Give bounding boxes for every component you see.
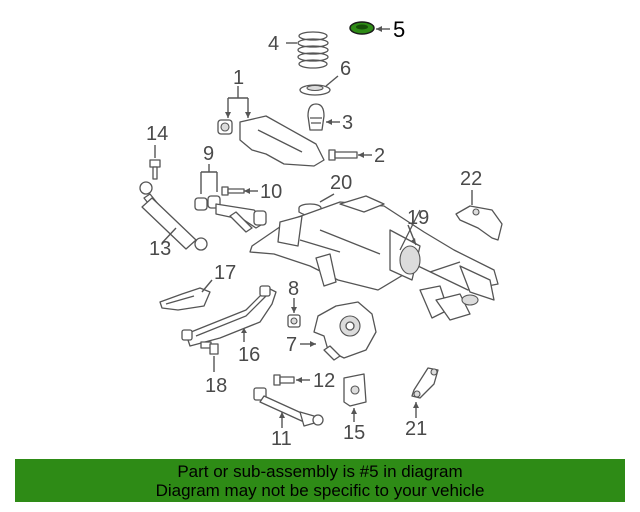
callout-2: 2 [374, 145, 385, 167]
callout-17: 17 [214, 262, 236, 284]
part-3-bump-stop[interactable] [307, 103, 325, 131]
part-2-bolt[interactable] [328, 149, 358, 161]
part-12-bolt[interactable] [273, 374, 295, 386]
callout-7: 7 [286, 334, 297, 356]
callout-8: 8 [288, 278, 299, 300]
callout-6: 6 [340, 58, 351, 80]
callout-15: 15 [343, 422, 365, 444]
part-1-upper-control-arm[interactable] [217, 115, 325, 167]
callout-11: 11 [271, 428, 292, 450]
callout-18: 18 [205, 375, 227, 397]
part-17-bracket[interactable] [159, 287, 211, 311]
part-7-knuckle[interactable] [313, 301, 377, 361]
info-banner-line-2: Diagram may not be specific to your vehi… [155, 481, 485, 500]
part-6-spring-seat[interactable] [299, 84, 331, 96]
callout-20: 20 [330, 172, 352, 194]
callout-9: 9 [203, 143, 214, 165]
part-21-trailing-arm[interactable] [411, 367, 439, 399]
callout-19: 19 [407, 207, 429, 229]
callout-10: 10 [260, 181, 282, 203]
part-10-bolt[interactable] [221, 186, 245, 196]
part-16-lower-control-arm[interactable] [181, 285, 277, 347]
part-19-crossmember[interactable] [249, 195, 499, 321]
callout-14: 14 [146, 123, 168, 145]
part-18-bolt[interactable] [200, 341, 219, 355]
callout-4: 4 [268, 33, 279, 55]
part-5-insulator[interactable] [349, 21, 375, 35]
part-9-lateral-link[interactable] [194, 195, 267, 233]
callout-12: 12 [313, 370, 335, 392]
part-15-bracket[interactable] [343, 373, 367, 407]
info-banner-line-1: Part or sub-assembly is #5 in diagram [177, 462, 463, 481]
callout-1: 1 [233, 67, 244, 89]
parts-diagram: 1 2 3 4 5 6 7 8 9 10 11 12 13 14 15 16 1… [139, 17, 503, 450]
callout-22: 22 [460, 168, 482, 190]
part-14-bolt[interactable] [149, 159, 161, 180]
callout-16: 16 [238, 344, 260, 366]
callout-21: 21 [405, 418, 427, 440]
part-8-bolt[interactable] [287, 314, 301, 328]
info-banner: Part or sub-assembly is #5 in diagram Di… [15, 459, 625, 502]
callout-5: 5 [393, 17, 405, 42]
callout-13: 13 [149, 238, 171, 260]
part-11-toe-link[interactable] [253, 387, 324, 427]
callout-3: 3 [342, 112, 353, 134]
part-22-bracket[interactable] [455, 205, 503, 241]
part-13-shock-absorber[interactable] [139, 181, 208, 251]
part-4-coil-spring[interactable] [297, 31, 329, 69]
